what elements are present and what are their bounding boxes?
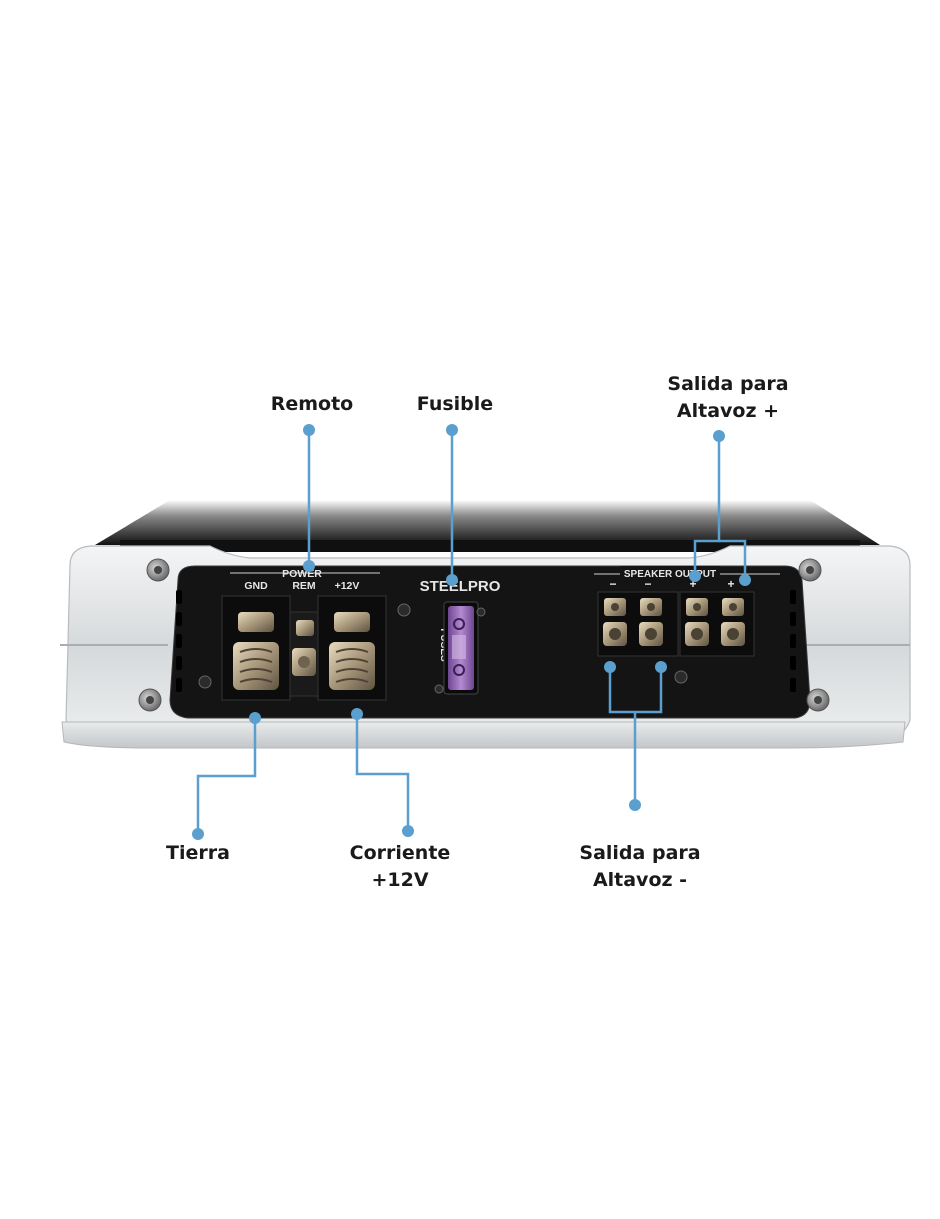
speaker-minus-1: −: [609, 577, 616, 591]
callout-lines: [196, 430, 747, 834]
chassis-screws: [138, 558, 830, 712]
gnd-label: GND: [244, 580, 268, 592]
remote-callout-label: Remoto: [262, 391, 362, 418]
speaker-positive-callout-line: [693, 436, 721, 576]
rem-label: REM: [292, 580, 316, 592]
power-line2: +12V: [371, 869, 429, 891]
plus12v-label: +12V: [335, 580, 360, 592]
speaker-positive-line2: Altavoz +: [676, 400, 780, 422]
ground-callout-label: Tierra: [148, 840, 248, 867]
fuse-callout-label: Fusible: [405, 391, 505, 418]
callout-dots: [192, 424, 751, 840]
ground-callout-line: [196, 718, 257, 834]
power-terminal-block: [221, 595, 387, 701]
speaker-plus-1: +: [689, 577, 696, 591]
speaker-output-header: SPEAKER OUTPUT: [624, 569, 716, 580]
power-callout-line: [355, 714, 410, 831]
remote-label-text: Remoto: [270, 393, 354, 415]
vent-slots: [176, 590, 796, 692]
power-line1: Corriente: [349, 842, 451, 864]
speaker-positive-callout-label: Salida para Altavoz +: [648, 371, 808, 425]
speaker-positive-line1: Salida para: [667, 373, 789, 395]
amplifier-top-cover: [95, 500, 880, 545]
speaker-negative-line2: Altavoz -: [592, 869, 688, 891]
speaker-negative-line1: Salida para: [579, 842, 701, 864]
ground-label-text: Tierra: [166, 842, 230, 864]
fuse-label-text: Fusible: [416, 393, 494, 415]
fuse-holder: [434, 601, 486, 695]
brand-logo: STEELPRO: [420, 578, 501, 595]
speaker-terminal-block: [597, 591, 755, 657]
speaker-minus-2: −: [644, 577, 651, 591]
speaker-negative-callout-label: Salida para Altavoz -: [560, 840, 720, 894]
power-callout-label: Corriente +12V: [330, 840, 470, 894]
speaker-plus-2: +: [727, 577, 734, 591]
power-header-label: POWER: [282, 568, 322, 580]
chassis-base: [61, 721, 906, 749]
